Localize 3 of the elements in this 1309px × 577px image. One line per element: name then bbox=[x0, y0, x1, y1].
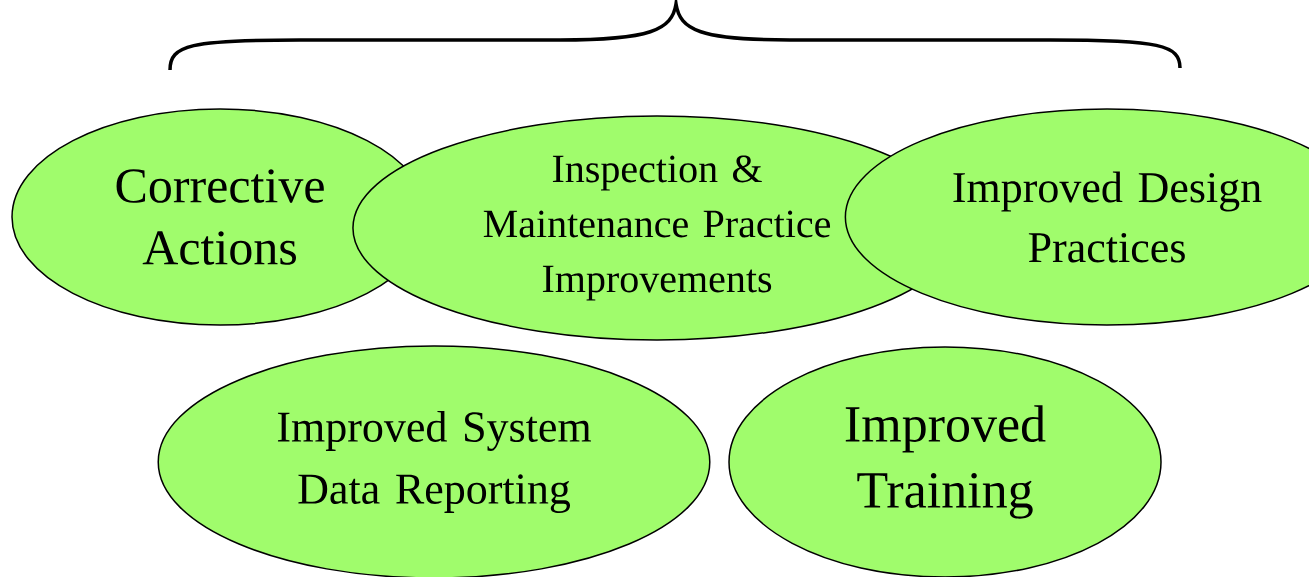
oval-bubble: Improved Design Practices bbox=[844, 108, 1309, 326]
oval-bubble: Improved System Data Reporting bbox=[157, 345, 711, 577]
oval-bubble: Improved Training bbox=[728, 346, 1162, 577]
